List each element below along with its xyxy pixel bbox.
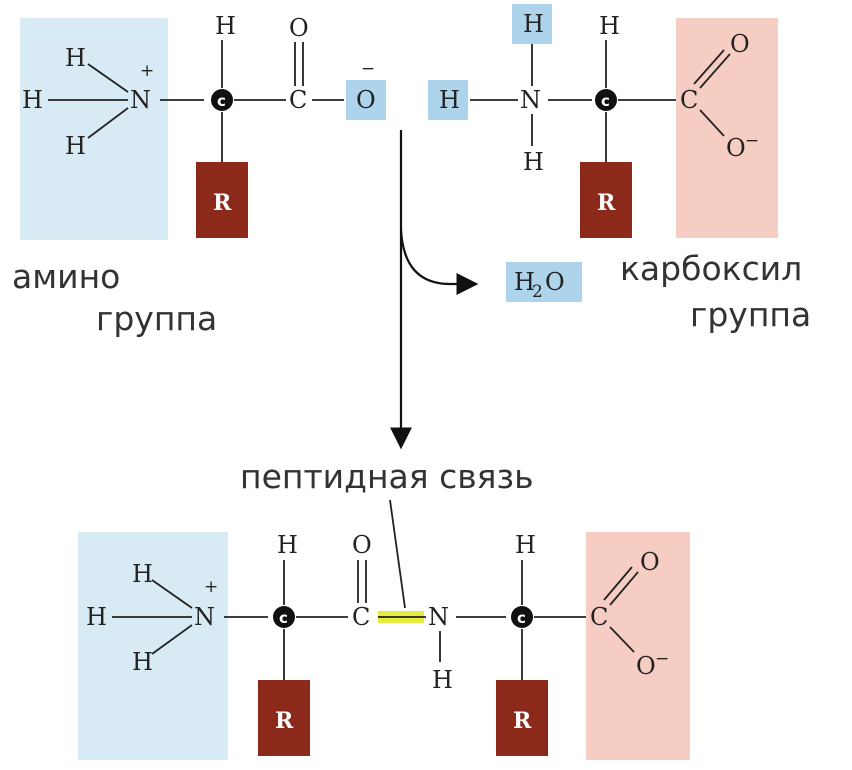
r-group-box [258, 680, 310, 756]
minus-charge: − [655, 649, 669, 669]
r-group-label: R [275, 708, 294, 734]
carboxyl-group-box-bottom [586, 532, 690, 760]
plus-charge: + [140, 61, 154, 81]
o-atom: O [726, 134, 746, 162]
water-h: H [514, 268, 535, 296]
removed-h-highlight-top [512, 4, 552, 44]
h-atom-removed: H [439, 86, 460, 114]
h-atom: H [86, 603, 107, 631]
water-release-arrow [399, 229, 479, 295]
h-atom: H [277, 531, 298, 559]
c-atom: C [289, 86, 307, 114]
amino-acid-2: H H N H c H R C O O − [428, 4, 759, 238]
removed-h-highlight-left [428, 80, 468, 120]
o-atom: O [640, 548, 660, 576]
h-atom: H [132, 560, 153, 588]
minus-charge: − [745, 131, 759, 151]
h-atom: H [22, 86, 43, 114]
h-atom: H [215, 12, 236, 40]
c-atom: C [680, 86, 698, 114]
o-atom: O [289, 14, 309, 42]
o-atom: O [636, 652, 656, 680]
r-group-box [580, 162, 632, 238]
svg-text:c: c [601, 92, 610, 110]
water-o: O [545, 268, 565, 296]
h-atom: H [65, 44, 86, 72]
water-subscript: 2 [532, 282, 543, 302]
h-atom: H [65, 132, 86, 160]
o-atom: O [730, 30, 750, 58]
alpha-carbon [511, 606, 533, 628]
o-atom: O [352, 531, 372, 559]
n-atom: N [428, 603, 449, 631]
n-atom: N [194, 603, 215, 631]
amino-label-line1: амино [12, 257, 120, 296]
r-group-box [196, 162, 248, 238]
c-atom: C [352, 603, 370, 631]
h-atom-removed: H [523, 10, 544, 38]
removed-oxygen-highlight [346, 80, 386, 120]
c-atom: C [590, 603, 608, 631]
water-highlight [506, 262, 582, 302]
carboxyl-label-line2: группа [690, 295, 811, 334]
svg-text:c: c [279, 609, 288, 627]
amino-group-box-top [20, 18, 168, 240]
n-atom: N [130, 86, 151, 114]
carboxyl-group-box-top [676, 18, 778, 238]
h-atom: H [432, 666, 453, 694]
amino-label-line2: группа [96, 299, 217, 338]
h-atom: H [599, 12, 620, 40]
r-group-box [496, 680, 548, 756]
h-atom: H [132, 648, 153, 676]
amino-acid-1: H H H N + c H R C O O − [22, 12, 386, 238]
h-atom: H [515, 531, 536, 559]
alpha-carbon [211, 89, 233, 111]
alpha-carbon [595, 89, 617, 111]
peptide-bond-label: пептидная связь [240, 457, 534, 496]
svg-text:c: c [217, 92, 226, 110]
alpha-carbon [273, 606, 295, 628]
r-group-label: R [597, 190, 616, 216]
n-atom: N [520, 86, 541, 114]
svg-text:c: c [517, 609, 526, 627]
carboxyl-label-line1: карбоксил [620, 249, 802, 288]
h-atom: H [523, 148, 544, 176]
r-group-label: R [213, 190, 232, 216]
plus-charge: + [204, 577, 218, 597]
dipeptide: H H H N + c H R C O N H c H R C [86, 531, 669, 756]
peptide-bond-pointer [389, 499, 406, 609]
o-atom-removed: O [356, 86, 376, 114]
minus-charge: − [361, 59, 375, 79]
amino-group-box-bottom [78, 532, 228, 760]
r-group-label: R [513, 708, 532, 734]
